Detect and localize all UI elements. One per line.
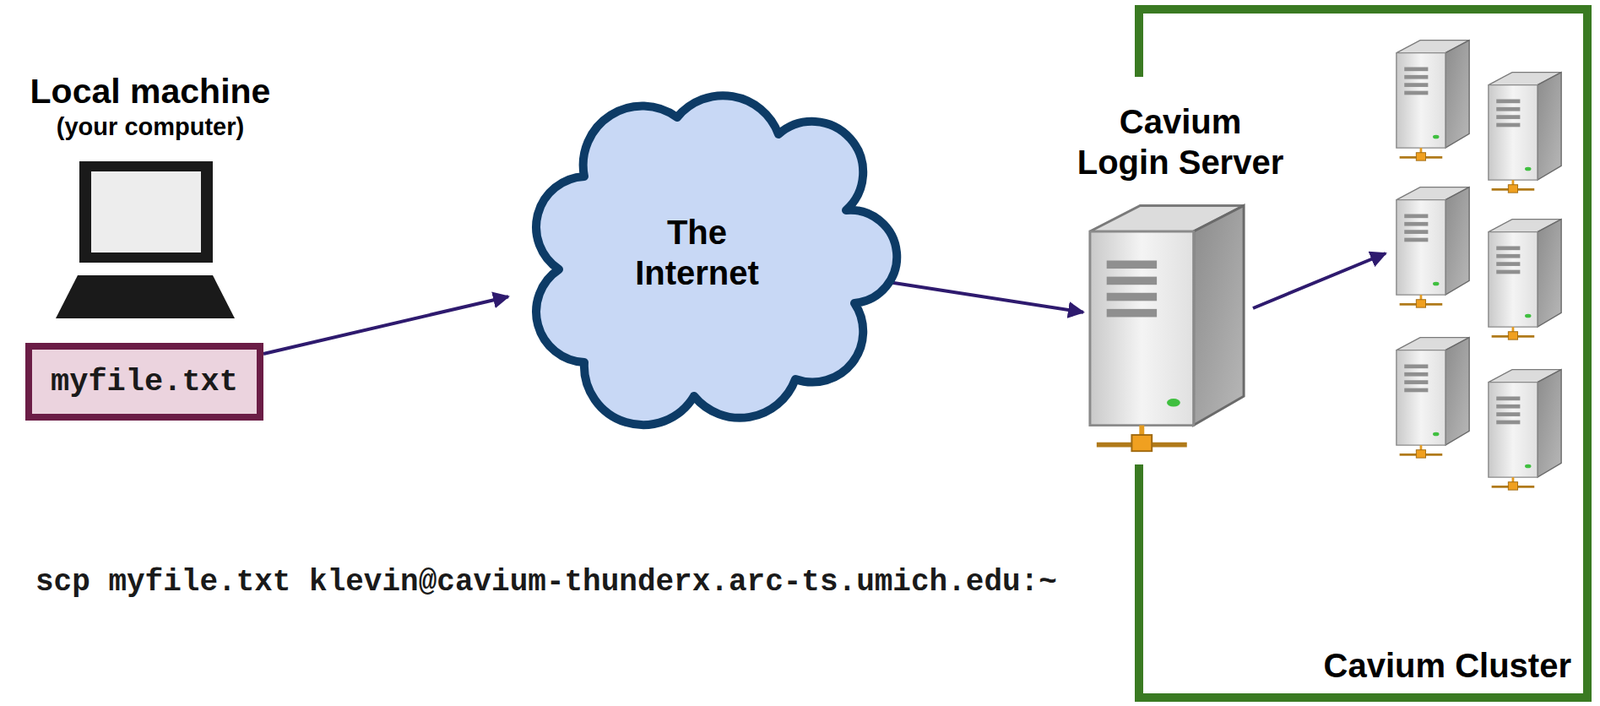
node-text: The Internet: [608, 211, 787, 293]
cluster-region: Cavium ClusterCavium Login Server: [1134, 5, 1592, 702]
login-server-icon: [1083, 195, 1251, 455]
laptop-icon: [55, 161, 235, 319]
node-text: myfile.txt: [50, 363, 239, 400]
compute-servers: [1396, 40, 1562, 491]
node-text: (your computer): [0, 111, 301, 142]
file-box: myfile.txt: [25, 342, 264, 421]
node-text: Cavium Cluster: [1323, 646, 1572, 685]
flow-arrow: [885, 282, 1084, 313]
local-machine: Local machine(your computer): [0, 70, 301, 325]
node-text: Local machine: [0, 70, 301, 112]
internet-cloud: The Internet: [508, 83, 886, 422]
dispatch-arrow: [1252, 253, 1386, 309]
command-text: scp myfile.txt klevin@cavium-thunderx.ar…: [35, 564, 1058, 600]
flow-arrow: [263, 296, 509, 354]
node-text: Cavium Login Server: [1072, 101, 1289, 183]
login-server: Cavium Login Server: [1072, 101, 1289, 455]
cloud-shape: [508, 83, 886, 422]
